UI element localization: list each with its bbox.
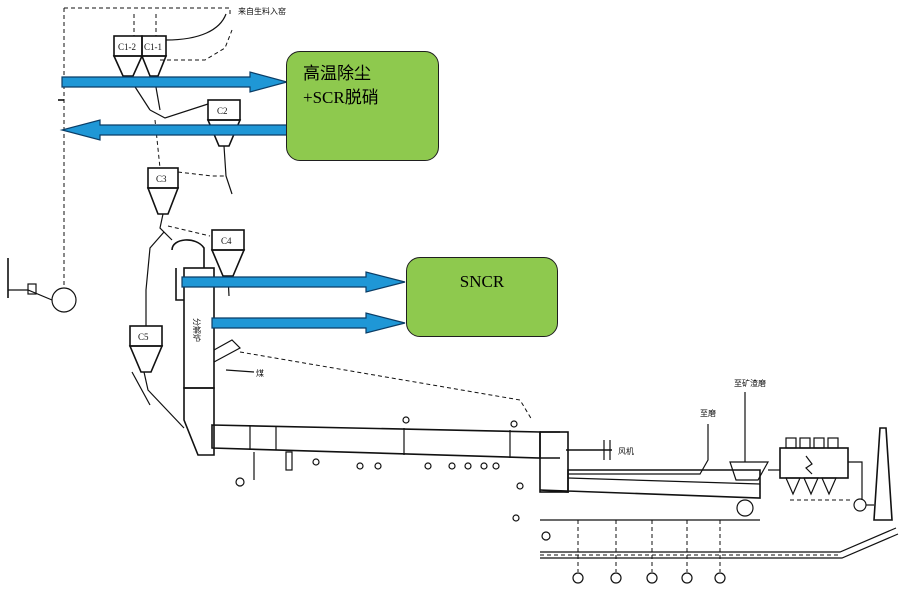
cyclone-c1b — [140, 35, 168, 77]
label-c1a: C1-2 — [118, 42, 136, 52]
cyclone-c4 — [210, 229, 246, 277]
sncr-box-label: SNCR — [459, 272, 505, 291]
label-c2: C2 — [217, 106, 228, 116]
sncr-box: SNCR — [406, 257, 558, 337]
arrow-to-scr — [61, 71, 290, 93]
arrow-to-sncr-upper — [181, 271, 406, 293]
arrow-to-sncr-lower — [211, 312, 406, 334]
bag-filter — [779, 437, 863, 501]
label-raw-feed: 来自生料入窑 — [238, 6, 286, 16]
label-c4: C4 — [221, 236, 232, 246]
label-fan: 风机 — [618, 446, 634, 456]
rotary-kiln — [211, 424, 560, 459]
label-c3: C3 — [156, 174, 167, 184]
stack — [853, 427, 893, 521]
riser-ducts — [64, 7, 233, 429]
label-to-raw-mill: 至矿渣磨 — [734, 378, 766, 388]
kiln-instruments — [235, 416, 524, 522]
clinker-conveyor — [540, 527, 899, 559]
label-c1b: C1-1 — [144, 42, 162, 52]
scr-box-line2: +SCR脱硝 — [303, 88, 379, 107]
clinker-cooler — [539, 431, 761, 521]
cyclone-c2 — [206, 99, 242, 147]
label-to-mill: 至磨 — [700, 408, 716, 418]
outlet-ducts — [568, 392, 780, 481]
raw-meal-loop — [7, 8, 77, 313]
label-coal: 煤 — [256, 368, 264, 378]
kiln-fan — [566, 440, 612, 460]
cyclone-c3 — [146, 167, 180, 215]
arrow-from-scr — [59, 119, 288, 141]
label-calciner: 分解炉 — [192, 318, 202, 342]
kiln-inlet — [183, 387, 215, 456]
coal-feed-line — [225, 369, 255, 373]
scr-box-line1: 高温除尘 — [303, 64, 371, 83]
label-c5: C5 — [138, 332, 149, 342]
scr-denitration-box: 高温除尘 +SCR脱硝 — [286, 51, 439, 161]
cooler-fans — [541, 520, 726, 584]
